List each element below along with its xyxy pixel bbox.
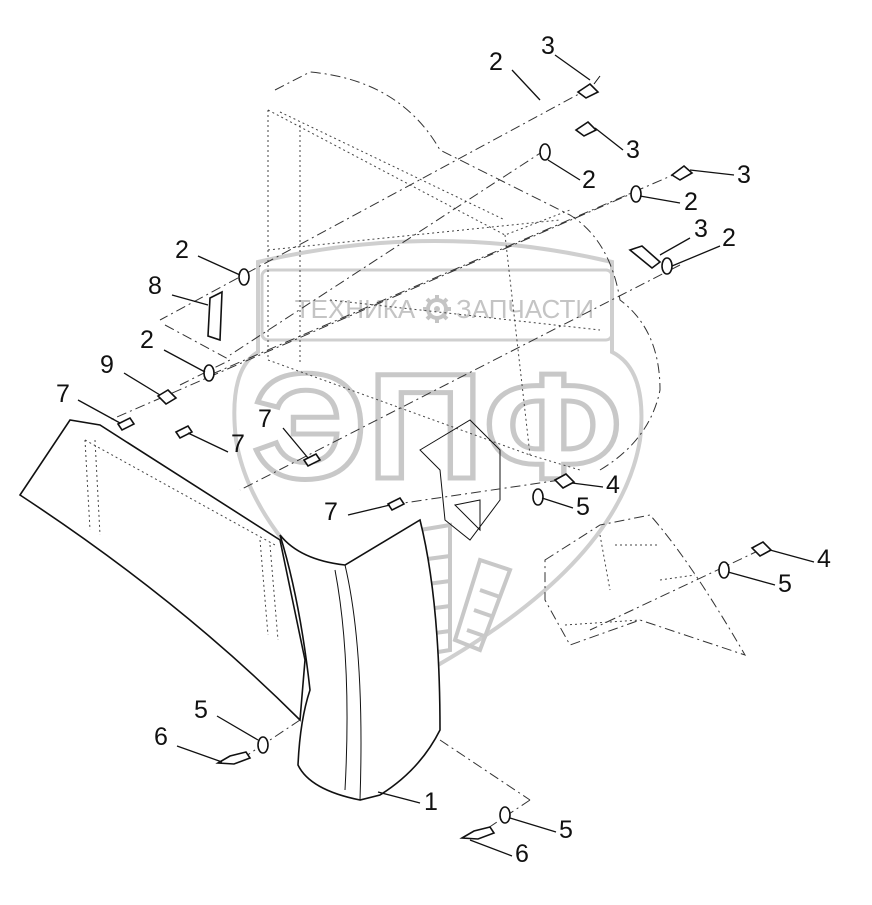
callout-4: 4	[606, 471, 620, 499]
callout-2: 2	[175, 236, 189, 264]
pin-7c	[302, 452, 322, 468]
callout-9: 9	[100, 351, 114, 379]
pin-7b	[174, 424, 194, 440]
washer-2c	[661, 257, 673, 275]
bolt-6b	[459, 826, 496, 840]
bolt-3d	[628, 245, 662, 270]
callout-2: 2	[140, 326, 154, 354]
bolt-6a	[215, 751, 252, 765]
callout-5: 5	[778, 570, 792, 598]
left-panel-grid	[84, 439, 279, 641]
watermark-banner	[260, 268, 614, 342]
watermark-text-right: ЗАПЧАСТИ	[456, 294, 594, 324]
mounting-bracket	[419, 419, 501, 541]
parts-drawing	[18, 71, 773, 841]
callout-5: 5	[194, 696, 208, 724]
callout-5: 5	[576, 493, 590, 521]
watermark: ТЕХНИКА ЗАПЧАСТИ ЭПФ	[232, 239, 644, 668]
hardware	[116, 75, 773, 840]
left-panel	[18, 419, 306, 722]
callout-2: 2	[722, 224, 736, 252]
washer-2e	[203, 364, 215, 382]
pin-7a	[116, 416, 136, 432]
nut-9	[156, 388, 178, 406]
washer-5b	[718, 561, 730, 579]
callout-7: 7	[231, 430, 245, 458]
watermark-shield-outline	[232, 239, 644, 668]
callout-6: 6	[515, 840, 529, 868]
fender-part-1	[279, 518, 441, 801]
upper-panel-outline	[274, 71, 661, 471]
callout-2: 2	[582, 166, 596, 194]
fender-curve	[334, 564, 362, 801]
callout-4: 4	[817, 545, 831, 573]
callout-7: 7	[258, 405, 272, 433]
callouts: 3 2 3 2 3 2 3 2 2 8 2 9 7 7 7 7 4	[56, 32, 831, 868]
watermark-text-left: ТЕХНИКА	[295, 294, 416, 324]
callout-1: 1	[424, 788, 438, 816]
washer-2a	[539, 143, 551, 161]
callout-3: 3	[541, 32, 555, 60]
washer-5a	[532, 488, 544, 506]
nut-4b	[750, 541, 773, 557]
callout-3: 3	[626, 136, 640, 164]
gear-icon	[423, 295, 451, 323]
callout-3: 3	[737, 161, 751, 189]
clip-8	[207, 290, 223, 342]
washer-2d	[238, 268, 250, 286]
callout-2: 2	[489, 48, 503, 76]
callout-7: 7	[324, 498, 338, 526]
bolt-3c	[670, 164, 694, 181]
callout-8: 8	[148, 272, 162, 300]
callout-6: 6	[154, 723, 168, 751]
right-bracket-outline	[544, 514, 747, 656]
callout-2: 2	[684, 188, 698, 216]
washer-5c	[257, 736, 269, 754]
callout-5: 5	[559, 816, 573, 844]
bolt-3b	[574, 120, 598, 137]
pin-7d	[386, 496, 406, 512]
nut-4a	[553, 473, 576, 489]
washer-2b	[630, 185, 642, 203]
callout-3: 3	[694, 215, 708, 243]
bolt-3a	[576, 82, 600, 99]
washer-5d	[499, 806, 511, 824]
callout-7: 7	[56, 380, 70, 408]
